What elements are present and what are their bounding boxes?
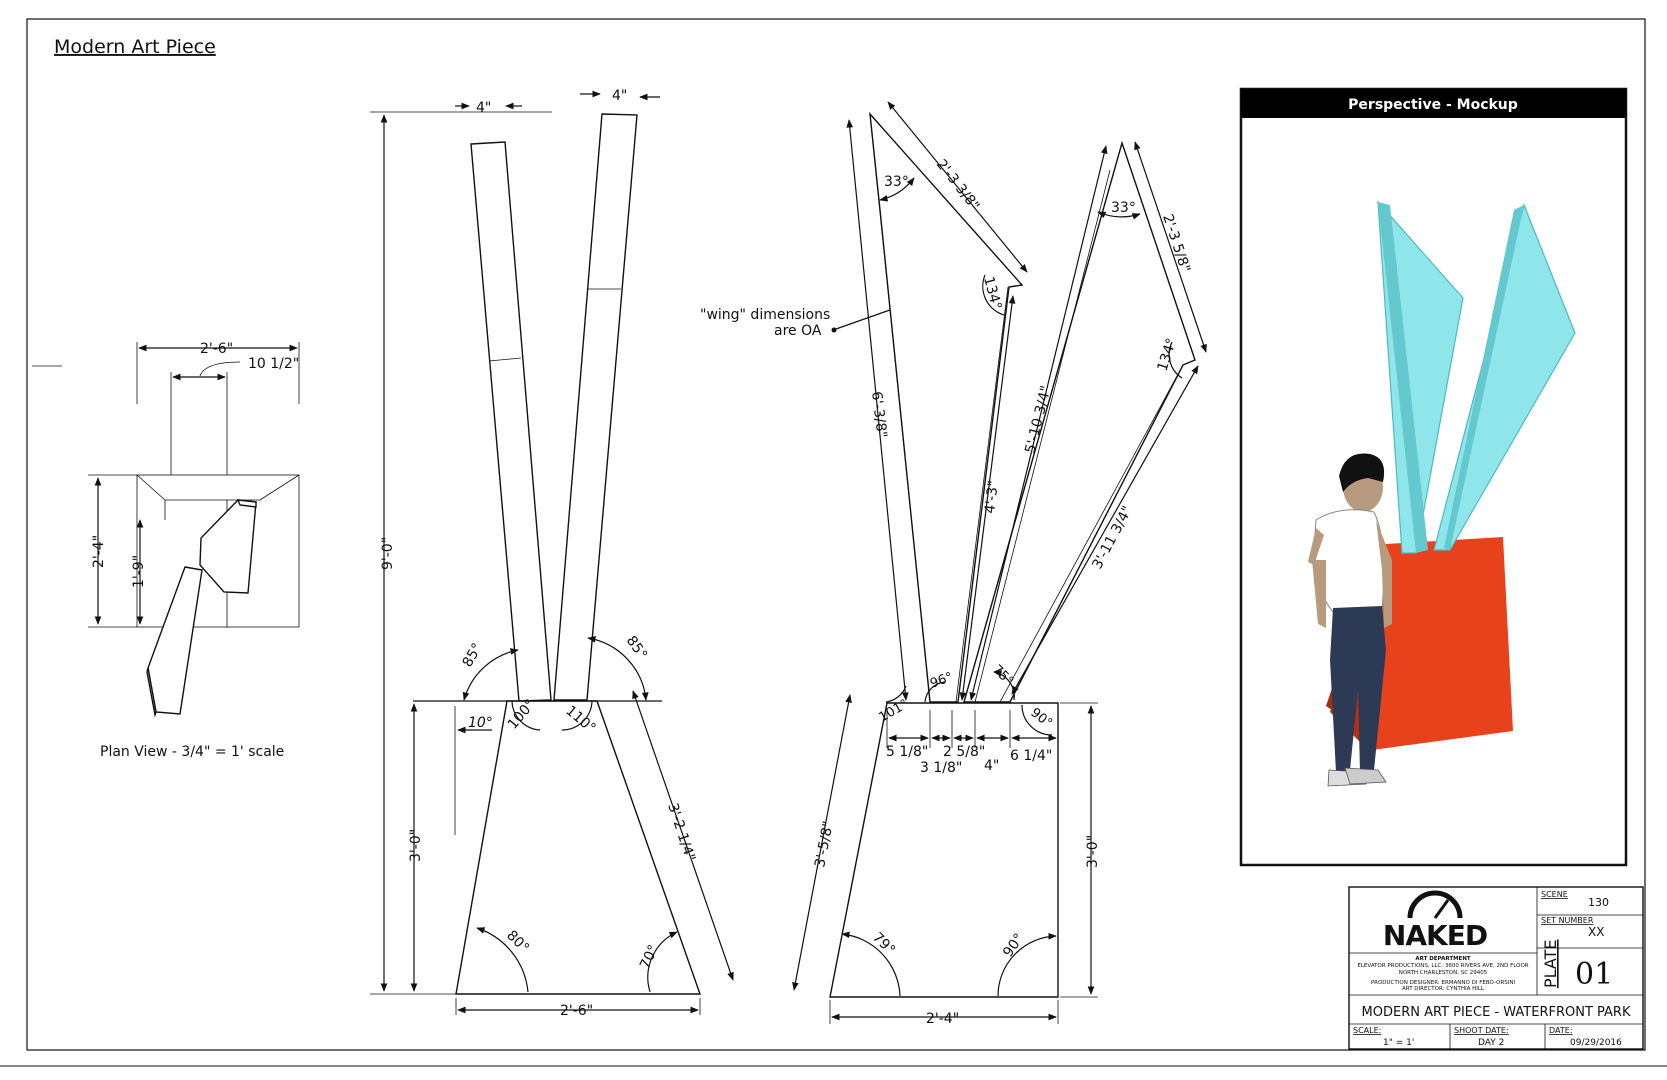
date-label: DATE:: [1549, 1026, 1573, 1035]
side-left-wing-length: 6'-3/8": [868, 391, 890, 439]
date-value: 09/29/2016: [1570, 1038, 1622, 1048]
side-dim-4: 4": [984, 758, 999, 774]
plate-value: 01: [1575, 957, 1613, 992]
sheet-border: [26, 18, 1646, 1051]
side-dim-6-1-4: 6 1/4": [1010, 748, 1052, 764]
plan-offset-label: 10 1/2": [248, 356, 299, 372]
dept-line2: ELEVATOR PRODUCTIONS, LLC. 3600 RIVERS A…: [1357, 963, 1528, 969]
side-base-height: 3'-0": [1085, 835, 1101, 868]
front-base-height: 3'-0": [408, 829, 424, 862]
set-label: SET NUMBER: [1541, 916, 1594, 925]
dept-line5: ART DIRECTOR: CYNTHIA HILL: [1402, 986, 1485, 992]
wing-note-line2: are OA: [774, 323, 822, 339]
wing-note-line1: "wing" dimensions: [700, 307, 830, 323]
plan-inner-depth-label: 1'-9": [131, 555, 147, 588]
front-elevation: 9'-0" 3'-0" 4" 4" 85° 85° 10° 100° 110° …: [370, 88, 734, 1019]
dept-line4: PRODUCTION DESIGNER: ERMANNO DI FEBO-ORS…: [1371, 980, 1516, 986]
front-board-width-left: 4": [476, 100, 491, 116]
dept-line3: NORTH CHARLESTON, SC 29405: [1399, 970, 1488, 976]
side-right-wing-angle: 33°: [1111, 200, 1136, 216]
perspective-mockup: Perspective - Mockup: [1239, 87, 1628, 867]
side-elevation: 6'-3/8" 2'-3 3/8" 33° 134° 4'-3" 5'-10 3…: [792, 101, 1207, 1027]
project-name: MODERN ART PIECE - WATERFRONT PARK: [1362, 1005, 1631, 1020]
plan-depth-label: 2'-4": [91, 535, 107, 568]
plan-view: 2'-6" 10 1/2" 2'-4" 1'-9" Plan View - 3/…: [32, 341, 300, 760]
side-dim-2-5-8: 2 5/8": [943, 744, 985, 760]
side-angle-96: 96°: [928, 670, 955, 692]
set-value: XX: [1588, 925, 1604, 939]
side-base-width: 2'-4": [926, 1011, 959, 1027]
front-angle-inner-left: 10°: [468, 715, 493, 731]
logo-text: NAKED: [1383, 919, 1487, 952]
front-base-width: 2'-6": [560, 1003, 593, 1019]
front-angle-left-top: 85°: [460, 640, 486, 670]
dept-line1: ART DEPARTMENT: [1415, 956, 1471, 962]
naked-logo-icon: NAKED: [1383, 890, 1488, 952]
title-block: NAKED ART DEPARTMENT ELEVATOR PRODUCTION…: [1348, 886, 1644, 1050]
side-slant-left: 3'-5/8": [812, 820, 837, 869]
front-total-height: 9'-0": [380, 537, 396, 570]
side-left-wing-inner: 4'-3": [982, 480, 1002, 515]
front-board-width-right: 4": [612, 88, 627, 104]
mockup-header: Perspective - Mockup: [1348, 97, 1518, 113]
side-dim-5-1-8: 5 1/8": [886, 744, 928, 760]
person-figure-icon: [1308, 453, 1392, 787]
scale-value: 1" = 1': [1383, 1038, 1414, 1048]
plan-caption: Plan View - 3/4" = 1' scale: [100, 744, 284, 760]
side-right-wing-edge: 2'-3 5/8": [1159, 212, 1193, 274]
shoot-label: SHOOT DATE:: [1454, 1026, 1509, 1035]
sheet-title: Modern Art Piece: [54, 36, 216, 58]
plan-width-label: 2'-6": [200, 341, 233, 357]
plate-label: PLATE: [1541, 939, 1560, 988]
shoot-value: DAY 2: [1478, 1038, 1504, 1048]
scene-label: SCENE: [1541, 890, 1568, 899]
side-dim-3-1-8: 3 1/8": [920, 760, 962, 776]
front-slant-length: 3'-2 1/4": [664, 801, 698, 863]
scene-value: 130: [1588, 896, 1609, 909]
scale-label: SCALE:: [1353, 1026, 1381, 1035]
side-left-wing-angle: 33°: [884, 174, 909, 190]
